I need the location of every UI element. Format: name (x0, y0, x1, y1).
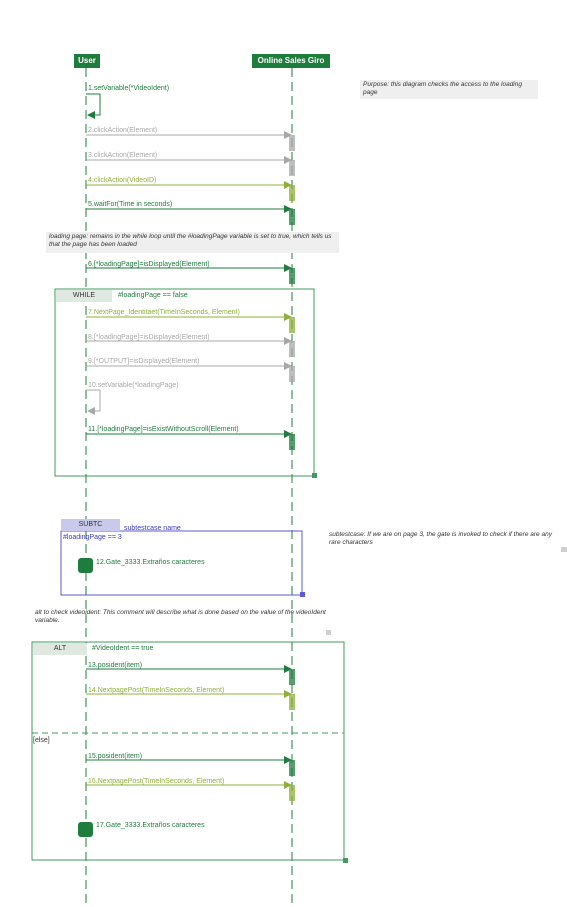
message-16-activation (289, 785, 295, 801)
message-8-label: 8.[*loadingPage]=isDisplayed(Element) (88, 334, 210, 341)
message-7-label: 7.NextPage_Identitaet(TimeInSeconds, Ele… (88, 309, 240, 316)
message-6-label: 6.[*loadingPage]=isDisplayed(Element) (88, 261, 210, 268)
message-5-label: 5.waitFor(Time in seconds) (88, 201, 173, 208)
alt-else-label: [else] (33, 737, 50, 744)
actor-user: User (74, 54, 100, 68)
message-7-activation (289, 317, 295, 333)
subtc-frame-tag: SUBTC (61, 519, 120, 531)
note-purpose: Purpose: this diagram checks the access … (360, 80, 538, 99)
message-14-label: 14.NextpagePost(TimeInSeconds, Element) (88, 687, 225, 694)
note-loading-page: loading page: remains in the while loop … (46, 232, 339, 253)
message-11-label: 11.[*loadingPage]=isExistWithoutScroll(E… (88, 426, 239, 433)
while-frame (54, 288, 315, 477)
message-14-activation (289, 694, 295, 710)
message-4-label: 4.clickAction(VideoID) (88, 177, 157, 184)
message-11-activation (289, 434, 295, 450)
message-2-label: 2.clickAction(Element) (88, 127, 158, 134)
subtc-frame-corner (300, 592, 305, 597)
message-5-activation (289, 209, 295, 225)
message-1-label: 1.setVariable(*VideoIdent) (88, 85, 170, 92)
while-frame-corner (312, 473, 317, 478)
note-alt-corner (326, 630, 331, 635)
alt-frame (31, 641, 345, 861)
alt-frame-corner (343, 858, 348, 863)
message-6-activation (289, 268, 295, 284)
while-frame-condition: #loadingPage == false (118, 292, 188, 299)
message-3-label: 3.clickAction(Element) (88, 152, 158, 159)
message-4-activation (289, 185, 295, 201)
message-17-label: 17.Gate_3333.Extraños caracteres (96, 822, 205, 829)
message-12-gate-box (78, 558, 93, 573)
message-9-label: 9.[*OUTPUT]=isDisplayed(Element) (88, 358, 200, 365)
actor-online-sales-giro: Online Sales Giro (252, 54, 330, 68)
note-subtestcase: subtestcase: If we are on page 3, the ga… (329, 531, 552, 546)
alt-frame-condition: #VideoIdent == true (92, 645, 154, 652)
note-subtestcase-corner (561, 547, 567, 552)
message-13-label: 13.posident(item) (88, 662, 143, 669)
message-10-self-arrow (86, 389, 101, 415)
message-8-activation (289, 341, 295, 357)
message-1-self-arrow (86, 93, 101, 119)
message-16-label: 16.NextpagePost(TimeInSeconds, Element) (88, 778, 225, 785)
subtc-frame-name: subtestcase name (124, 525, 181, 532)
message-15-label: 15.posident(item) (88, 753, 143, 760)
message-2-activation (289, 135, 295, 151)
message-3-activation (289, 160, 295, 176)
message-13-activation (289, 669, 295, 685)
alt-frame-tag: ALT (33, 643, 87, 655)
subtc-frame-condition: #loadingPage == 3 (63, 534, 122, 541)
subtc-frame (60, 530, 303, 596)
message-10-label: 10.setVariable(*loadingPage) (88, 382, 179, 389)
message-9-activation (289, 366, 295, 382)
message-15-activation (289, 760, 295, 776)
message-12-label: 12.Gate_3333.Extraños caracteres (96, 559, 205, 566)
note-alt: alt to check videoident: This comment wi… (35, 609, 326, 624)
while-frame-tag: WHILE (56, 290, 112, 302)
message-17-gate-box (78, 822, 93, 837)
